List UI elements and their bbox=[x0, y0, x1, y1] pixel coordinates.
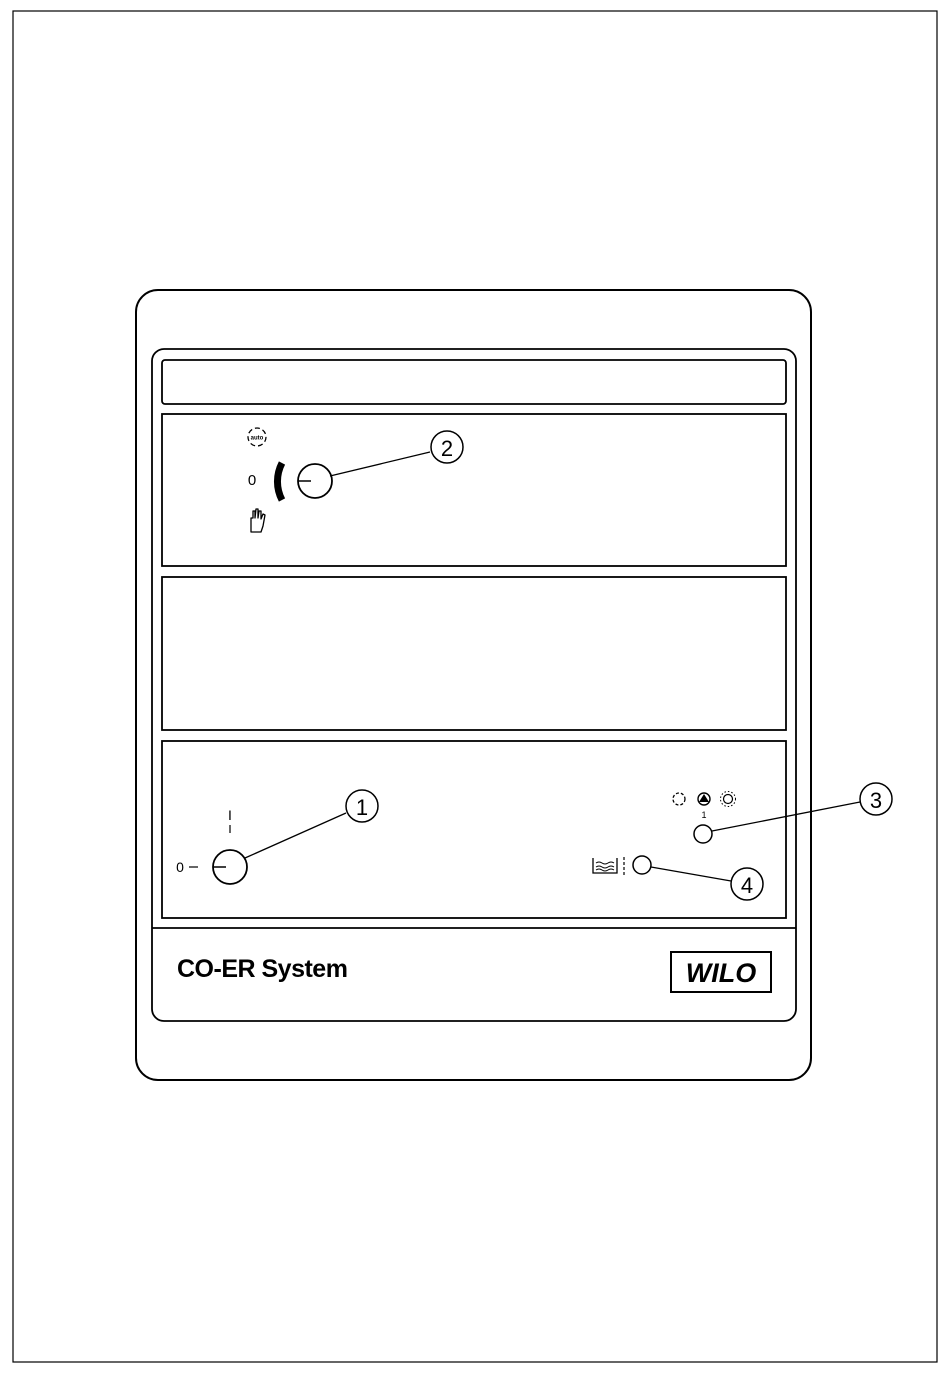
callout-2: 2 bbox=[431, 431, 463, 463]
water-level-lamp bbox=[633, 856, 651, 874]
callout-1: 1 bbox=[346, 790, 378, 822]
mode-selector-knob[interactable] bbox=[298, 464, 332, 498]
callout-3: 3 bbox=[860, 783, 892, 815]
leader-line-1 bbox=[245, 813, 346, 858]
pump-running-icon bbox=[698, 793, 710, 805]
lower-section bbox=[162, 741, 786, 918]
svg-text:2: 2 bbox=[441, 436, 453, 461]
blank-section bbox=[162, 577, 786, 730]
pump-fault-icon bbox=[721, 792, 736, 807]
pump-off-icon bbox=[673, 793, 685, 805]
svg-text:3: 3 bbox=[870, 788, 882, 813]
svg-text:WILO: WILO bbox=[686, 958, 756, 988]
leader-line-4 bbox=[651, 867, 731, 881]
main-switch-on-label: I bbox=[228, 807, 232, 823]
leader-line-2 bbox=[330, 452, 430, 476]
hand-icon bbox=[251, 509, 265, 532]
wilo-logo: WILO bbox=[671, 952, 771, 992]
top-strip bbox=[162, 360, 786, 404]
svg-text:auto: auto bbox=[251, 436, 264, 442]
pump-status-lamp bbox=[694, 825, 712, 843]
main-switch-knob[interactable] bbox=[213, 850, 247, 884]
pump-sub-label: 1 bbox=[701, 810, 706, 820]
auto-mode-icon: auto bbox=[248, 428, 266, 446]
brand-title: CO-ER System bbox=[177, 955, 347, 983]
svg-text:1: 1 bbox=[356, 795, 368, 820]
water-level-icon bbox=[593, 857, 624, 875]
svg-text:4: 4 bbox=[741, 873, 753, 898]
main-switch-off-label: 0 bbox=[176, 859, 184, 875]
callout-4: 4 bbox=[731, 868, 763, 900]
front-panel bbox=[152, 349, 796, 1021]
mode-zero-label: 0 bbox=[248, 472, 256, 489]
mode-range-arc bbox=[277, 463, 282, 500]
